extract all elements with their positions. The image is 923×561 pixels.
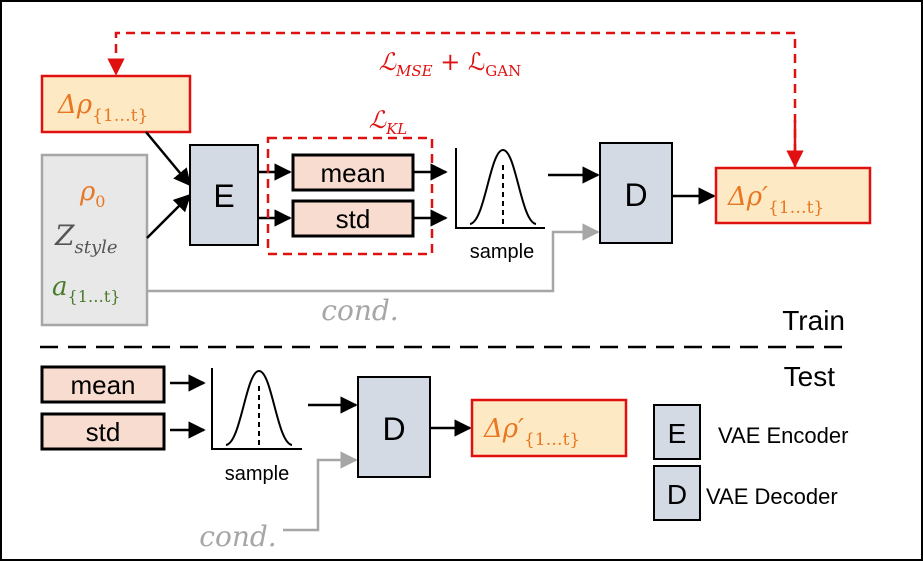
legend-encoder-text: VAE Encoder bbox=[718, 423, 848, 448]
kl-loss-label: ℒKL bbox=[369, 106, 408, 138]
legend-decoder-text: VAE Decoder bbox=[706, 484, 838, 509]
test-mean-label: mean bbox=[70, 370, 135, 400]
input-delta-rho-box bbox=[40, 74, 192, 134]
test-output-delta-rho-box bbox=[470, 398, 628, 458]
cond-arrow bbox=[147, 223, 600, 293]
action-seq-label: a{1…t} bbox=[52, 272, 120, 306]
std-label: std bbox=[336, 204, 371, 234]
train-section-label: Train bbox=[782, 305, 845, 336]
arrow-delta-rho-to-encoder bbox=[145, 131, 192, 187]
legend-decoder-swatch bbox=[653, 465, 701, 521]
decoder-box bbox=[599, 142, 673, 244]
test-gaussian-sample-icon bbox=[211, 368, 302, 450]
input-delta-rho-label: Δρ{1…t} bbox=[57, 90, 148, 126]
test-decoder-label: D bbox=[382, 411, 405, 447]
legend-encoder-swatch bbox=[653, 404, 701, 460]
test-cond-arrow bbox=[283, 451, 358, 532]
test-section-label: Test bbox=[784, 361, 836, 392]
loss-mse-gan-label: ℒMSE + ℒGAN bbox=[379, 48, 522, 80]
legend-encoder-key: E bbox=[668, 418, 687, 449]
legend-decoder-key: D bbox=[667, 479, 687, 510]
kl-dashed-box bbox=[266, 136, 434, 256]
test-std-box bbox=[40, 412, 166, 451]
output-delta-rho-box bbox=[714, 166, 872, 225]
test-sample-label: sample bbox=[225, 463, 289, 485]
test-std-label: std bbox=[86, 417, 121, 447]
test-output-delta-rho-label: Δρ′{1…t} bbox=[483, 414, 580, 450]
encoder-label: E bbox=[213, 178, 234, 214]
decoder-label: D bbox=[624, 177, 647, 213]
output-delta-rho-label: Δρ′{1…t} bbox=[727, 182, 824, 218]
arrow-z-to-encoder bbox=[146, 193, 192, 239]
test-cond-label: cond. bbox=[199, 520, 276, 553]
sample-label: sample bbox=[470, 241, 534, 263]
mean-box bbox=[291, 153, 415, 192]
test-mean-box bbox=[40, 365, 166, 404]
loss-feedback-arrow bbox=[107, 31, 797, 168]
rho0-label: ρ0 bbox=[79, 177, 105, 211]
z-style-label: Zstyle bbox=[54, 219, 118, 258]
mean-label: mean bbox=[320, 158, 385, 188]
condition-inputs-box bbox=[40, 153, 149, 327]
gaussian-sample-icon bbox=[455, 148, 545, 229]
encoder-box bbox=[189, 144, 259, 246]
cond-label: cond. bbox=[321, 294, 398, 327]
